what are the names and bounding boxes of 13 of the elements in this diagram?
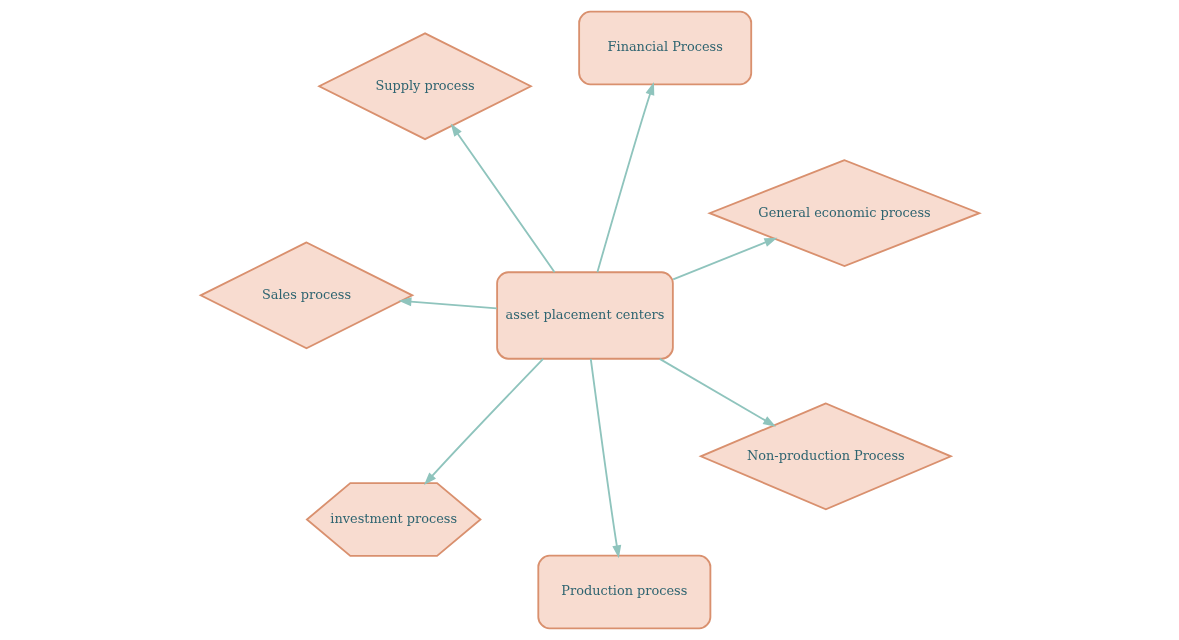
node-diamond: Supply process: [316, 32, 533, 141]
arrow: [450, 123, 555, 274]
node-box: Financial Process: [577, 10, 752, 86]
arrow: [589, 358, 621, 559]
arrow: [423, 357, 544, 486]
node-diamond: General economic process: [706, 159, 982, 268]
node-diamond: Non-production Process: [697, 402, 953, 511]
arrow: [398, 297, 498, 310]
node-box: Production process: [536, 554, 711, 630]
arrow: [595, 82, 654, 274]
arrow: [671, 237, 777, 281]
arrow: [658, 357, 776, 427]
node-box: asset placement centers: [495, 271, 674, 360]
